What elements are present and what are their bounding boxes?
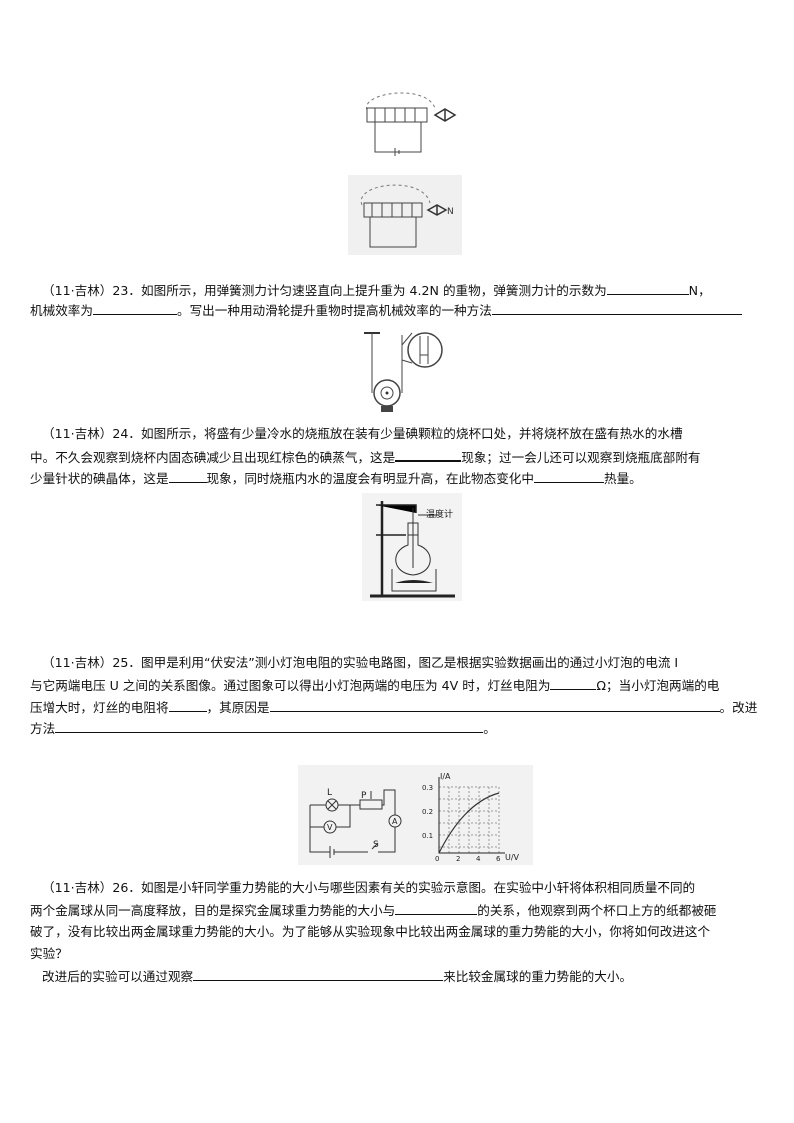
q26-line-4: 实验？ bbox=[30, 946, 68, 962]
ammeter-label: A bbox=[392, 817, 398, 826]
q24-line-1: （11·吉林）24．如图所示，将盛有少量冷水的烧瓶放在装有少量碘颗粒的烧杯口处，… bbox=[42, 426, 683, 442]
solenoid-figure-2: N bbox=[348, 175, 462, 255]
sublimation-apparatus-figure: 温度计 bbox=[362, 493, 462, 601]
q24-text: 少量针状的碘晶体，这是 bbox=[30, 471, 169, 486]
q24-line-2: 中。不久会观察到烧杯内固态碘减少且出现红棕色的碘蒸气，这是 现象；过一会儿还可以观… bbox=[30, 448, 701, 466]
q25-text: ，其原因是 bbox=[206, 700, 270, 715]
q24-blank-1[interactable] bbox=[395, 448, 462, 462]
x-tick: 4 bbox=[476, 855, 481, 863]
rheostat-label: P bbox=[361, 791, 367, 801]
q25-text: 方法 bbox=[30, 721, 56, 736]
q24-blank-2[interactable] bbox=[168, 470, 207, 483]
q25-line-2: 与它两端电压 U 之间的关系图像。通过图象可以得出小灯泡两端的电压为 4V 时，… bbox=[30, 677, 719, 694]
q26-text: 实验？ bbox=[30, 946, 68, 961]
q26-line-5: 改进后的实验可以通过观察 来比较金属球的重力势能的大小。 bbox=[42, 968, 632, 985]
q23-line-2: 机械效率为 。写出一种用动滑轮提升重物时提高机械效率的一种方法 bbox=[30, 302, 742, 319]
solenoid-figure-1 bbox=[366, 92, 457, 156]
q25-blank-reason[interactable] bbox=[269, 699, 720, 712]
switch-label: S bbox=[373, 840, 379, 850]
q25-text: 。改进 bbox=[719, 700, 758, 715]
q25-text: 。 bbox=[483, 721, 496, 736]
q26-text: 改进后的实验可以通过观察 bbox=[42, 969, 194, 984]
thermometer-label: 温度计 bbox=[426, 508, 453, 520]
y-tick: 0.3 bbox=[422, 784, 433, 792]
q23-text: 机械效率为 bbox=[30, 303, 93, 318]
q26-line-2: 两个金属球从同一高度释放，目的是探究金属球重力势能的大小与 的关系，他观察到两个杯… bbox=[30, 902, 717, 919]
q25-line-3: 压增大时，灯丝的电阻将 ，其原因是 。改进 bbox=[30, 699, 757, 716]
q25-blank-change[interactable] bbox=[168, 699, 207, 712]
q26-line-3: 破了，没有比较出两金属球重力势能的大小。为了能够从实验现象中比较出两金属球的重力… bbox=[30, 924, 710, 940]
q26-text: 两个金属球从同一高度释放，目的是探究金属球重力势能的大小与 bbox=[30, 903, 396, 918]
q25-text: Ω；当小灯泡两端的电 bbox=[596, 678, 720, 693]
q25-text: 压增大时，灯丝的电阻将 bbox=[30, 700, 169, 715]
q26-blank-factor[interactable] bbox=[395, 902, 478, 915]
q24-line-3: 少量针状的碘晶体，这是 现象，同时烧瓶内水的温度会有明显升高，在此物态变化中 热量。 bbox=[30, 470, 642, 487]
q24-text: （11·吉林）24．如图所示，将盛有少量冷水的烧瓶放在装有少量碘颗粒的烧杯口处，… bbox=[42, 426, 683, 441]
q25-text: （11·吉林）25．图甲是利用“伏安法”测小灯泡电阻的实验电路图，图乙是根据实验… bbox=[42, 655, 679, 670]
q23-text: （11·吉林）23．如图所示，用弹簧测力计匀速竖直向上提升重为 4.2N 的重物… bbox=[42, 283, 607, 298]
y-tick: 0.1 bbox=[422, 832, 433, 840]
q26-blank-observe[interactable] bbox=[193, 968, 444, 981]
lamp-label: L bbox=[327, 788, 332, 798]
q24-text: 现象；过一会儿还可以观察到烧瓶底部附有 bbox=[461, 450, 701, 465]
q24-text: 现象，同时烧瓶内水的温度会有明显升高，在此物态变化中 bbox=[206, 471, 534, 486]
q26-text: （11·吉林）26．如图是小轩同学重力势能的大小与哪些因素有关的实验示意图。在实… bbox=[42, 880, 696, 895]
x-tick: 0 bbox=[435, 855, 439, 863]
q26-text: 破了，没有比较出两金属球重力势能的大小。为了能够从实验现象中比较出两金属球的重力… bbox=[30, 924, 711, 939]
q25-blank-resistance[interactable] bbox=[550, 677, 597, 690]
y-tick: 0.2 bbox=[422, 808, 433, 816]
x-tick: 2 bbox=[456, 855, 460, 863]
graph-y-label: I/A bbox=[440, 772, 451, 781]
q23-line-1: （11·吉林）23．如图所示，用弹簧测力计匀速竖直向上提升重为 4.2N 的重物… bbox=[42, 282, 711, 299]
q23-blank-efficiency[interactable] bbox=[92, 302, 177, 315]
q23-blank-method[interactable] bbox=[491, 302, 742, 315]
graph-x-label: U/V bbox=[505, 853, 520, 862]
q24-text: 热量。 bbox=[603, 471, 642, 486]
voltmeter-label: V bbox=[327, 823, 333, 832]
circuit-and-graph-figure: V A L P S I/A U/V 0.3 0.2 0.1 0 2 4 6 bbox=[298, 765, 533, 865]
pulley-figure bbox=[364, 332, 443, 412]
compass-n-label: N bbox=[447, 207, 454, 217]
x-tick: 6 bbox=[496, 855, 501, 863]
q24-text: 中。不久会观察到烧杯内固态碘减少且出现红棕色的碘蒸气，这是 bbox=[30, 450, 396, 465]
q26-text: 的关系，他观察到两个杯口上方的纸都被砸 bbox=[477, 903, 717, 918]
q25-text: 与它两端电压 U 之间的关系图像。通过图象可以得出小灯泡两端的电压为 4V 时，… bbox=[30, 678, 551, 693]
q24-blank-3[interactable] bbox=[533, 470, 604, 483]
q26-line-1: （11·吉林）26．如图是小轩同学重力势能的大小与哪些因素有关的实验示意图。在实… bbox=[42, 880, 695, 896]
q23-text: 。写出一种用动滑轮提升重物时提高机械效率的一种方法 bbox=[176, 303, 492, 318]
q23-text: N， bbox=[688, 283, 711, 298]
q25-blank-method[interactable] bbox=[55, 720, 484, 733]
q25-line-1: （11·吉林）25．图甲是利用“伏安法”测小灯泡电阻的实验电路图，图乙是根据实验… bbox=[42, 655, 678, 671]
q25-line-4: 方法 。 bbox=[30, 720, 496, 737]
q26-text: 来比较金属球的重力势能的大小。 bbox=[443, 969, 633, 984]
q23-blank-force[interactable] bbox=[606, 282, 689, 295]
